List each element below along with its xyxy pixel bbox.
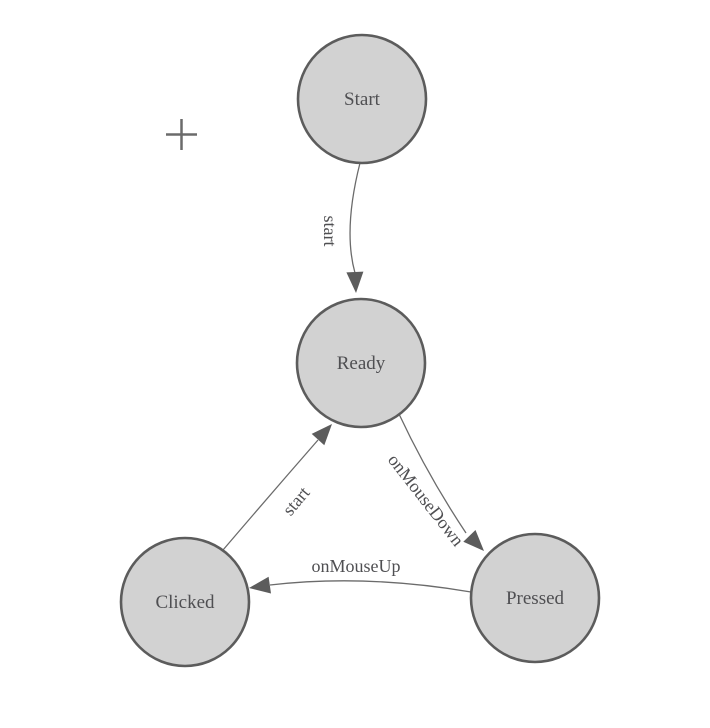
- edge-pressed-to-clicked-path[interactable]: [269, 580, 472, 593]
- arrowhead-pressed-to-clicked: [249, 576, 271, 594]
- edge-ready-to-pressed[interactable]: onMouseDown: [384, 413, 484, 551]
- arrowhead-start-to-ready: [346, 271, 364, 293]
- state-node-pressed[interactable]: Pressed: [469, 532, 601, 664]
- state-node-start[interactable]: Start: [296, 33, 428, 165]
- state-circle-ready: [295, 297, 427, 429]
- edge-ready-to-pressed-path[interactable]: [398, 413, 467, 534]
- crosshair-cursor: [166, 119, 197, 150]
- state-node-clicked[interactable]: Clicked: [119, 536, 251, 668]
- edge-label-start-top: start: [320, 216, 340, 247]
- arrowhead-ready-to-pressed: [463, 530, 484, 551]
- state-label-start: Start: [344, 89, 381, 110]
- state-circle-start: [296, 33, 428, 165]
- state-circle-pressed: [469, 532, 601, 664]
- edge-pressed-to-clicked[interactable]: onMouseUp: [249, 556, 472, 594]
- state-node-ready[interactable]: Ready: [295, 297, 427, 429]
- arrowhead-clicked-to-ready: [311, 424, 332, 446]
- state-circle-clicked: [119, 536, 251, 668]
- state-label-clicked: Clicked: [155, 592, 215, 613]
- state-label-pressed: Pressed: [506, 588, 565, 609]
- edge-clicked-to-ready[interactable]: start: [222, 424, 332, 551]
- state-label-ready: Ready: [337, 353, 386, 374]
- edge-start-to-ready-path[interactable]: [349, 162, 361, 274]
- edge-clicked-to-ready-path[interactable]: [222, 439, 319, 551]
- edge-label-start-diagonal: start: [278, 483, 313, 520]
- edge-label-onmousedown: onMouseDown: [384, 450, 468, 550]
- edge-label-onmouseup: onMouseUp: [312, 556, 401, 576]
- edge-start-to-ready[interactable]: start: [320, 162, 364, 293]
